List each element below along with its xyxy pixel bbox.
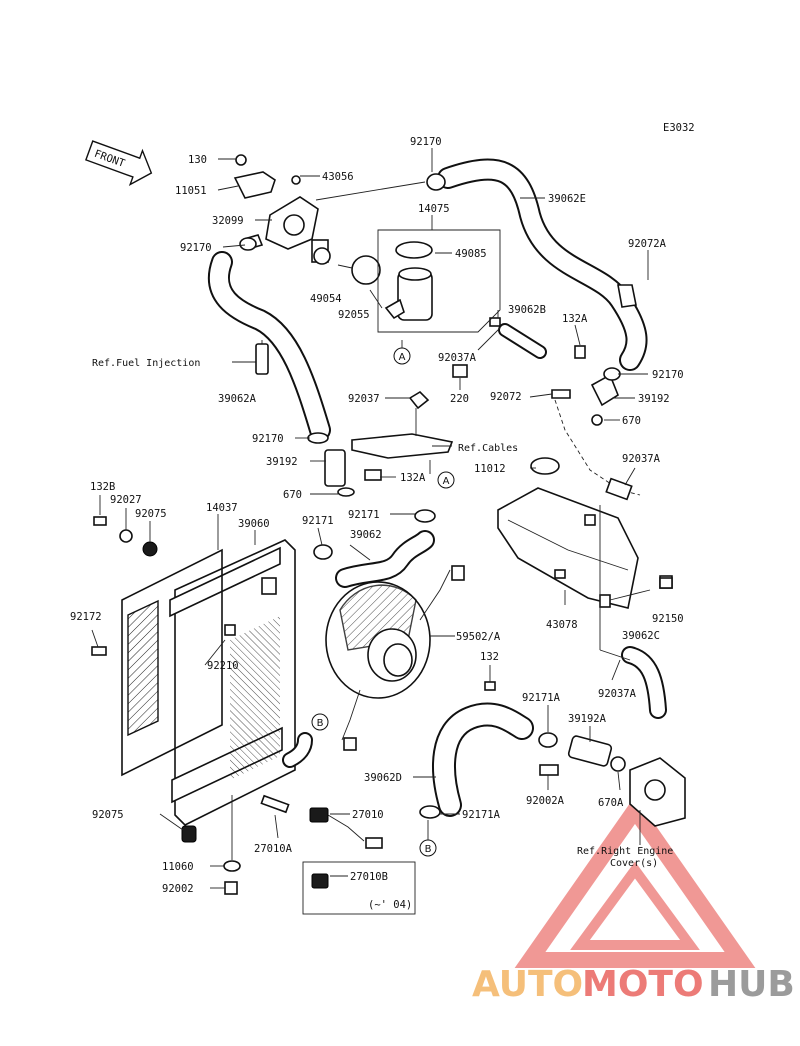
bracket-92037 <box>351 364 468 459</box>
label-92150: 92150 <box>652 613 684 625</box>
label-92037: 92037 <box>348 393 380 405</box>
label-32099: 32099 <box>212 215 244 227</box>
fan-59502A <box>325 565 496 751</box>
label-43078: 43078 <box>546 619 578 631</box>
label-92170-top: 92170 <box>410 136 442 148</box>
label-132B: 132B <box>90 481 115 493</box>
watermark-logo-icon <box>514 796 756 968</box>
label-92037A-right: 92037A <box>622 453 661 465</box>
hose-39062B <box>498 323 547 359</box>
front-arrow-icon: FRONT <box>85 140 153 186</box>
label-92170-right: 92170 <box>652 369 684 381</box>
ref-right-engine-cover-line2: Cover(s) <box>610 858 658 869</box>
svg-text:B: B <box>425 844 432 855</box>
pipe-b-outlet <box>282 732 313 768</box>
callout-b-top: B <box>311 713 329 731</box>
fitting-39192 <box>551 345 621 426</box>
thermostat-housing <box>233 154 331 265</box>
fitting-39192-mid <box>307 432 382 497</box>
label-92072: 92072 <box>490 391 522 403</box>
label-39062E: 39062E <box>548 193 586 205</box>
label-92072A: 92072A <box>628 238 667 250</box>
svg-text:HUB: HUB <box>708 964 795 1005</box>
label-39062D: 39062D <box>364 772 402 784</box>
label-92171A-top: 92171A <box>522 692 561 704</box>
svg-text:A: A <box>399 352 406 363</box>
ref-cables: Ref.Cables <box>458 443 518 454</box>
radiator-39060 <box>169 539 296 826</box>
label-92170-mid: 92170 <box>252 433 284 445</box>
label-39062B: 39062B <box>508 304 546 316</box>
label-92075-top: 92075 <box>135 508 167 520</box>
pipe-39192A <box>539 735 626 776</box>
label-92002: 92002 <box>162 883 194 895</box>
label-43056: 43056 <box>322 171 354 183</box>
watermark-text: AUTO MOTO HUB <box>472 964 795 1005</box>
label-92171: 92171 <box>302 515 334 527</box>
label-92002A: 92002A <box>526 795 565 807</box>
label-39192-mid: 39192 <box>266 456 298 468</box>
label-132A-top: 132A <box>562 313 588 325</box>
hose-39062A <box>207 251 331 441</box>
callout-b-low: B <box>419 839 437 857</box>
callout-a-top: A <box>393 347 411 365</box>
reservoir-tank-43078 <box>497 457 673 609</box>
label-14037: 14037 <box>206 502 238 514</box>
svg-text:MOTO: MOTO <box>582 964 704 1005</box>
label-670-right: 670 <box>622 415 641 427</box>
label-11051: 11051 <box>175 185 207 197</box>
small-parts-left <box>91 516 241 895</box>
label-92037A-mid: 92037A <box>438 352 477 364</box>
label-39062A: 39062A <box>218 393 257 405</box>
label-92075-low: 92075 <box>92 809 124 821</box>
label-39062: 39062 <box>350 529 382 541</box>
hose-39062C <box>621 646 667 719</box>
label-92171-mid: 92171 <box>348 509 380 521</box>
label-132A-mid: 132A <box>400 472 426 484</box>
hose-39062E <box>426 158 648 371</box>
hose-39062D <box>419 702 558 819</box>
label-04-note: (~' 04) <box>368 899 412 911</box>
radiator-screen-14037 <box>121 548 223 777</box>
label-92172: 92172 <box>70 611 102 623</box>
label-670A: 670A <box>598 797 624 809</box>
label-92210: 92210 <box>207 660 239 672</box>
engine-cover-part <box>629 757 686 827</box>
label-14075: 14075 <box>418 203 450 215</box>
label-59502A: 59502/A <box>456 631 501 643</box>
svg-text:A: A <box>443 476 450 487</box>
label-92171A-low: 92171A <box>462 809 501 821</box>
label-39192A: 39192A <box>568 713 607 725</box>
label-92055: 92055 <box>338 309 370 321</box>
label-130: 130 <box>188 154 207 166</box>
label-39060: 39060 <box>238 518 270 530</box>
label-132: 132 <box>480 651 499 663</box>
label-49085: 49085 <box>455 248 487 260</box>
label-11012: 11012 <box>474 463 506 475</box>
label-220: 220 <box>450 393 469 405</box>
label-49054: 49054 <box>310 293 342 305</box>
svg-text:B: B <box>317 718 324 729</box>
label-27010B: 27010B <box>350 871 388 883</box>
sensors-27010 <box>260 794 416 915</box>
label-11060: 11060 <box>162 861 194 873</box>
label-92037A-low: 92037A <box>598 688 637 700</box>
hose-39062 <box>313 509 436 588</box>
label-670-mid: 670 <box>283 489 302 501</box>
label-39192-right: 39192 <box>638 393 670 405</box>
label-92170-left: 92170 <box>180 242 212 254</box>
diagram-code: E3032 <box>663 122 695 134</box>
filler-neck-14075 <box>351 241 501 327</box>
bolt-92150 <box>659 577 673 589</box>
callout-a-mid: A <box>437 471 455 489</box>
label-27010: 27010 <box>352 809 384 821</box>
label-39062C: 39062C <box>622 630 660 642</box>
ref-fuel-injection: Ref.Fuel Injection <box>92 358 200 369</box>
label-92027: 92027 <box>110 494 142 506</box>
svg-text:AUTO: AUTO <box>472 964 583 1005</box>
ref-right-engine-cover-line1: Ref.Right Engine <box>577 846 673 857</box>
label-27010A: 27010A <box>254 843 293 855</box>
